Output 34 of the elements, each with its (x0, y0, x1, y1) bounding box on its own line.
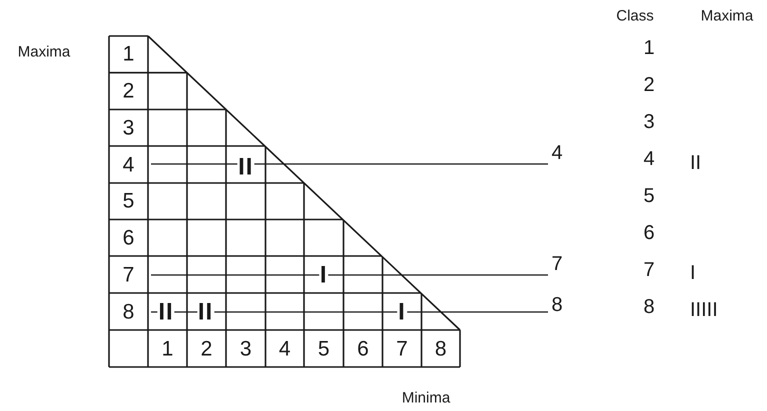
column-number: 4 (278, 338, 291, 359)
row-number: 7 (122, 264, 134, 285)
trace-number: 4 (551, 143, 563, 163)
class-number: 2 (643, 75, 655, 95)
column-number: 1 (162, 338, 174, 359)
column-number: 3 (240, 338, 252, 359)
row-number: 5 (122, 190, 134, 212)
tally-count: IIIII (690, 300, 718, 320)
class-number: 8 (643, 297, 655, 317)
tally-count: II (690, 152, 702, 172)
column-number: 5 (318, 338, 330, 359)
trace-number: 7 (551, 254, 563, 274)
class-number: 6 (643, 223, 655, 243)
axis-label: Minima (402, 390, 450, 406)
column-number: 7 (396, 338, 408, 359)
tally-count: I (690, 262, 696, 282)
column-header: Maxima (700, 8, 754, 24)
column-header: Class (616, 8, 654, 24)
row-number: 6 (122, 227, 134, 248)
trace-number: 8 (551, 295, 563, 315)
column-number: 6 (357, 338, 369, 359)
class-number: 5 (643, 186, 655, 206)
column-number: 2 (200, 338, 212, 359)
class-number: 4 (643, 149, 655, 169)
row-number: 8 (122, 301, 134, 322)
class-number: 1 (643, 38, 655, 58)
class-number: 3 (643, 112, 655, 132)
column-number: 8 (434, 338, 447, 359)
row-number: 3 (122, 117, 134, 138)
axis-label: Maxima (18, 44, 70, 60)
class-number: 7 (643, 260, 655, 280)
row-number: 1 (122, 44, 134, 65)
row-number: 2 (122, 80, 134, 102)
row-number: 4 (122, 154, 134, 175)
